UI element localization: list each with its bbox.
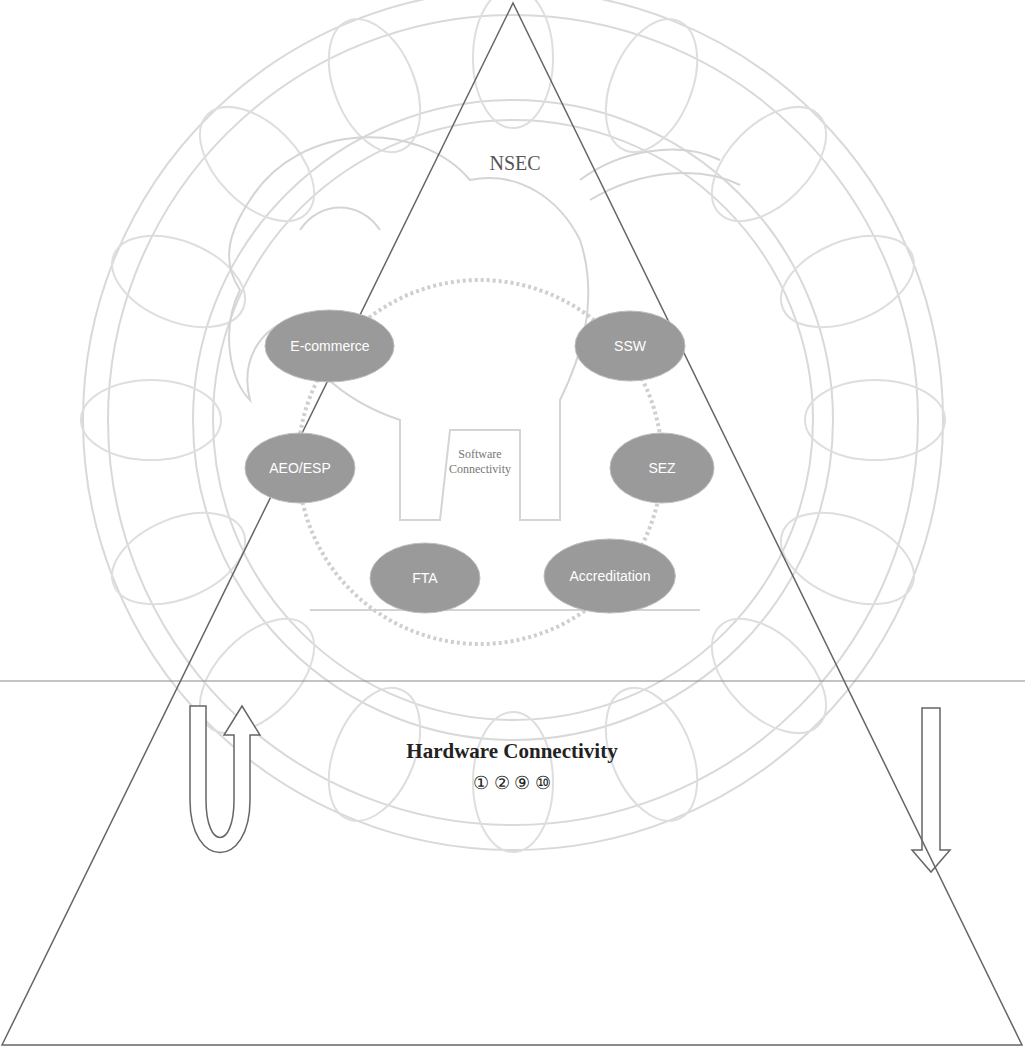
ellipse-node: Accreditation xyxy=(543,538,676,614)
band-heading: Hardware Connectivity xyxy=(406,739,617,764)
ring-label: Software Connectivity xyxy=(435,447,525,477)
seal-petals xyxy=(81,0,945,852)
ellipse-node: SSW xyxy=(574,310,686,382)
ellipse-label: FTA xyxy=(412,570,437,586)
ellipse-label: E-commerce xyxy=(290,338,369,354)
ellipse-label: SEZ xyxy=(648,460,675,476)
loop-arrow xyxy=(190,706,260,853)
divider-line xyxy=(0,681,1025,682)
ellipse-label: AEO/ESP xyxy=(269,460,330,476)
ellipse-label: Accreditation xyxy=(570,568,651,584)
ellipse-label: SSW xyxy=(614,338,646,354)
down-arrow xyxy=(912,708,950,872)
ellipse-node: FTA xyxy=(369,542,481,614)
hardware-band: Hardware Connectivity ① ② ⑨ ⑩ xyxy=(262,739,762,812)
diagram-title: NSEC xyxy=(489,152,540,175)
ellipse-node: E-commerce xyxy=(264,309,395,383)
elephant-figure xyxy=(229,137,740,610)
ellipse-node: SEZ xyxy=(609,432,715,504)
callout-numbers: ① ② ⑨ ⑩ xyxy=(473,772,551,794)
ellipse-node: AEO/ESP xyxy=(244,432,356,504)
